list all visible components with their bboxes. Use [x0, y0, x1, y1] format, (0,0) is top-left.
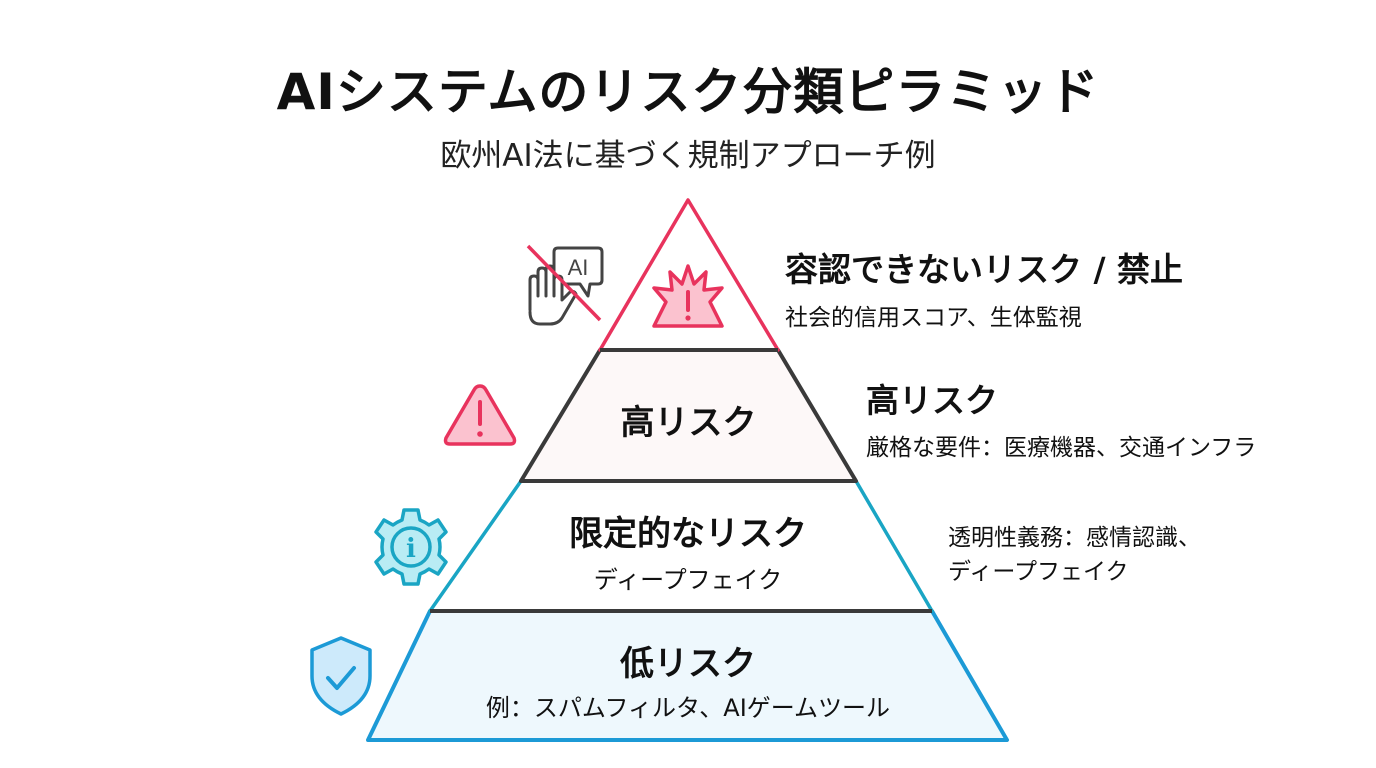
warning-triangle-icon	[443, 384, 517, 446]
shield-check-icon	[310, 636, 372, 716]
limited-side-desc-line2: ディープフェイク	[948, 559, 1129, 585]
page-subtitle: 欧州AI法に基づく規制アプローチ例	[440, 138, 936, 174]
tier-limited-sub: ディープフェイク	[593, 566, 783, 594]
tier-low-label: 低リスク	[620, 644, 756, 684]
page-title: AIシステムのリスク分類ピラミッド	[276, 63, 1100, 121]
ai-bubble-text: AI	[568, 255, 589, 280]
unacceptable-side-title: 容認できないリスク / 禁止	[785, 250, 1184, 289]
info-gear-icon: i	[374, 508, 448, 586]
unacceptable-side-desc: 社会的信用スコア、生体監視	[785, 305, 1082, 331]
high-side-title: 高リスク	[866, 381, 998, 420]
tier-high-label: 高リスク	[620, 403, 757, 443]
no-ai-hand-icon: AI	[526, 244, 604, 326]
explosion-warning-icon	[652, 264, 724, 328]
high-side-desc: 厳格な要件：医療機器、交通インフラ	[866, 435, 1257, 461]
limited-side-desc-line1: 透明性義務：感情認識、	[948, 525, 1201, 551]
tier-limited-label: 限定的なリスク	[569, 514, 807, 554]
info-text: i	[406, 534, 416, 564]
tier-low-sub: 例：スパムフィルタ、AIゲームツール	[485, 694, 891, 722]
